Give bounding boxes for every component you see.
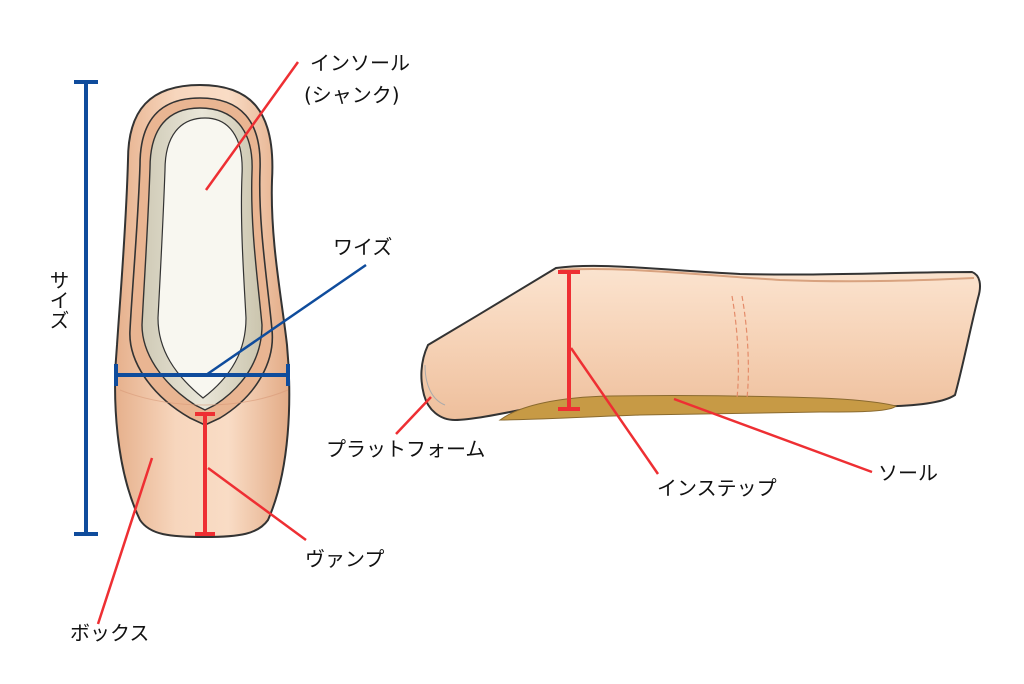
pointer-platform bbox=[395, 396, 432, 435]
pointer-instep bbox=[569, 347, 660, 475]
pointer-vamp bbox=[207, 466, 307, 542]
pointer-lines bbox=[96, 61, 873, 625]
side-seam-1 bbox=[731, 295, 739, 399]
label-insole-line2: (シャンク) bbox=[304, 83, 400, 107]
label-vamp: ヴァンプ bbox=[305, 547, 384, 571]
label-width: ワイズ bbox=[333, 235, 392, 259]
label-box: ボックス bbox=[70, 621, 149, 645]
pointer-box bbox=[96, 457, 154, 625]
size-measure bbox=[74, 80, 98, 536]
label-platform: プラットフォーム bbox=[326, 437, 485, 461]
width-measure bbox=[114, 263, 367, 386]
insole-surface bbox=[157, 117, 247, 399]
vamp-measure bbox=[195, 412, 215, 536]
shoe-side-top-binding bbox=[559, 268, 975, 283]
label-instep: インステップ bbox=[657, 476, 777, 500]
label-sole: ソール bbox=[878, 461, 938, 485]
shoe-side-view bbox=[420, 264, 981, 422]
side-seam-2 bbox=[741, 295, 749, 399]
platform-edge bbox=[424, 364, 446, 406]
box-seam bbox=[119, 389, 289, 406]
instep-measure bbox=[558, 270, 580, 411]
label-insole-line1: インソール bbox=[310, 51, 410, 75]
pointer-insole bbox=[204, 61, 300, 191]
label-size: サイズ bbox=[46, 270, 70, 330]
shoe-top-view bbox=[114, 83, 291, 539]
pointer-sole bbox=[673, 397, 873, 474]
